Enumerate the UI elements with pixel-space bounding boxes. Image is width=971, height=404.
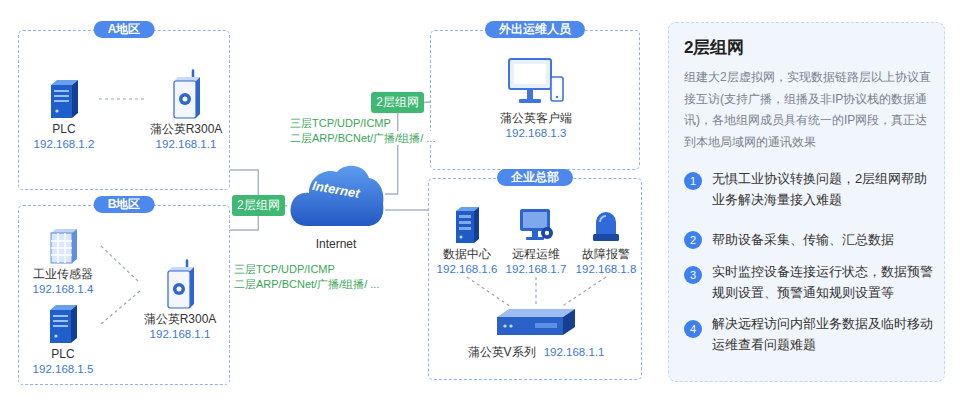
region-heading: 外出运维人员	[485, 21, 585, 38]
dashed-link	[99, 98, 144, 99]
router-device: 蒲公英R300A192.168.1.1	[140, 259, 220, 342]
label-row: 蒲公英V系列 192.168.1.1	[468, 345, 605, 360]
client-device: 蒲公英客户端192.168.1.3	[491, 56, 581, 141]
ip-address: 192.168.1.3	[506, 126, 567, 141]
ip-address: 192.168.1.5	[33, 362, 94, 377]
ip-address: 192.168.1.1	[156, 137, 217, 152]
router-device: 蒲公英R300A192.168.1.1	[144, 69, 228, 152]
region-heading: A地区	[94, 21, 155, 38]
network-link	[230, 216, 258, 230]
device-name: 远程运维	[512, 247, 560, 262]
sensor-device: 工业传感器192.168.1.4	[25, 228, 101, 297]
callout-number: 3	[684, 266, 702, 284]
feature-item: 无惧工业协议转换问题，2层组网帮助业务解决海量接入难题	[712, 168, 934, 210]
badge-text: 2层组网	[376, 94, 419, 111]
dashed-link	[101, 291, 140, 324]
alarm-device: 故障报警192.168.1.8	[572, 206, 640, 277]
ip-address: 192.168.1.8	[576, 262, 637, 277]
region-heading: 企业总部	[497, 169, 573, 186]
dashed-link	[561, 277, 606, 307]
callout-number: 1	[684, 172, 702, 190]
ip-address: 192.168.1.2	[34, 137, 95, 152]
region-box: 外出运维人员蒲公英客户端192.168.1.3	[430, 30, 640, 170]
server-icon	[453, 206, 481, 244]
dashed-link	[101, 246, 140, 283]
plc-device: PLC192.168.1.2	[29, 79, 99, 152]
protocol-note: 三层TCP/UDP/ICMP	[232, 262, 337, 276]
router-icon	[168, 69, 204, 119]
callout-number: 4	[684, 320, 702, 338]
internet-cloud: InternetInternet	[287, 160, 385, 252]
protocol-note: 二层ARP/BCNet/广播/组播/ ...	[232, 277, 381, 291]
sensor-icon	[47, 228, 79, 264]
callout-number: 2	[684, 231, 702, 249]
vbox-icon	[495, 307, 577, 337]
sensor-icon	[47, 228, 79, 264]
ip-address: 192.168.1.1	[544, 345, 605, 360]
callout-number: 4	[684, 320, 702, 338]
ops-device: 远程运维192.168.1.7	[502, 206, 570, 277]
device-name: PLC	[51, 347, 74, 362]
layer2-badge: 2层组网	[232, 195, 285, 216]
feature-item: 解决远程访问内部业务数据及临时移动运维查看问题难题	[712, 313, 934, 355]
callout-number: 2	[684, 231, 702, 249]
gateway-device: 蒲公英V系列 192.168.1.1	[451, 307, 621, 360]
region-box: A地区PLC192.168.1.2蒲公英R300A192.168.1.1	[18, 30, 230, 190]
dashed-link	[535, 277, 536, 307]
device-name: 蒲公英客户端	[500, 111, 572, 126]
router-icon	[168, 69, 204, 119]
panel-title: 2层组网	[684, 36, 744, 59]
network-link	[230, 170, 258, 195]
device-name: PLC	[52, 122, 75, 137]
ip-address: 192.168.1.1	[150, 327, 211, 342]
alarm-icon	[591, 206, 621, 244]
ops-icon	[517, 206, 555, 244]
server-device: 数据中心192.168.1.6	[433, 206, 501, 277]
ip-address: 192.168.1.6	[437, 262, 498, 277]
layer2-badge: 2层组网	[371, 92, 424, 113]
feature-item: 实时监控设备连接运行状态，数据预警规则设置、预警通知规则设置等	[712, 261, 934, 303]
plc-icon	[47, 304, 79, 344]
device-name: 蒲公英R300A	[144, 312, 217, 327]
feature-item: 帮助设备采集、传输、汇总数据	[712, 229, 934, 250]
ip-address: 192.168.1.4	[33, 282, 94, 297]
panel-body: 组建大2层虚拟网，实现数据链路层以上协议直接互访(支持广播，组播及非IP协议栈的…	[684, 67, 936, 153]
client-icon	[506, 56, 566, 108]
alarm-icon	[591, 206, 621, 244]
device-name: 故障报警	[582, 247, 630, 262]
device-name: 蒲公英R300A	[150, 122, 223, 137]
ops-icon	[517, 206, 555, 244]
ip-address: 192.168.1.7	[506, 262, 567, 277]
plc-icon	[48, 79, 80, 119]
device-name: 工业传感器	[33, 267, 93, 282]
callout-number: 1	[684, 172, 702, 190]
device-name: 数据中心	[443, 247, 491, 262]
client-icon	[506, 56, 566, 108]
region-box: 企业总部数据中心192.168.1.6远程运维192.168.1.7故障报警19…	[428, 178, 642, 380]
router-icon	[162, 259, 198, 309]
region-heading: B地区	[94, 196, 155, 213]
router-icon	[162, 259, 198, 309]
badge-text: 2层组网	[237, 197, 280, 214]
server-icon	[453, 206, 481, 244]
device-name: 蒲公英V系列	[468, 345, 536, 360]
vbox-icon	[495, 307, 577, 337]
cloud-caption: Internet	[287, 237, 385, 251]
dashed-link	[467, 277, 511, 307]
plc-device: PLC192.168.1.5	[25, 304, 101, 377]
callout-number: 3	[684, 266, 702, 284]
protocol-note: 二层ARP/BCNet/广播/组播/ ...	[288, 131, 437, 145]
protocol-note: 三层TCP/UDP/ICMP	[288, 116, 393, 130]
network-link	[285, 205, 287, 207]
region-box: B地区工业传感器192.168.1.4PLC192.168.1.5蒲公英R300…	[18, 205, 230, 385]
plc-icon	[47, 304, 79, 344]
cloud-icon	[287, 160, 385, 236]
plc-icon	[48, 79, 80, 119]
network-link	[385, 209, 428, 210]
